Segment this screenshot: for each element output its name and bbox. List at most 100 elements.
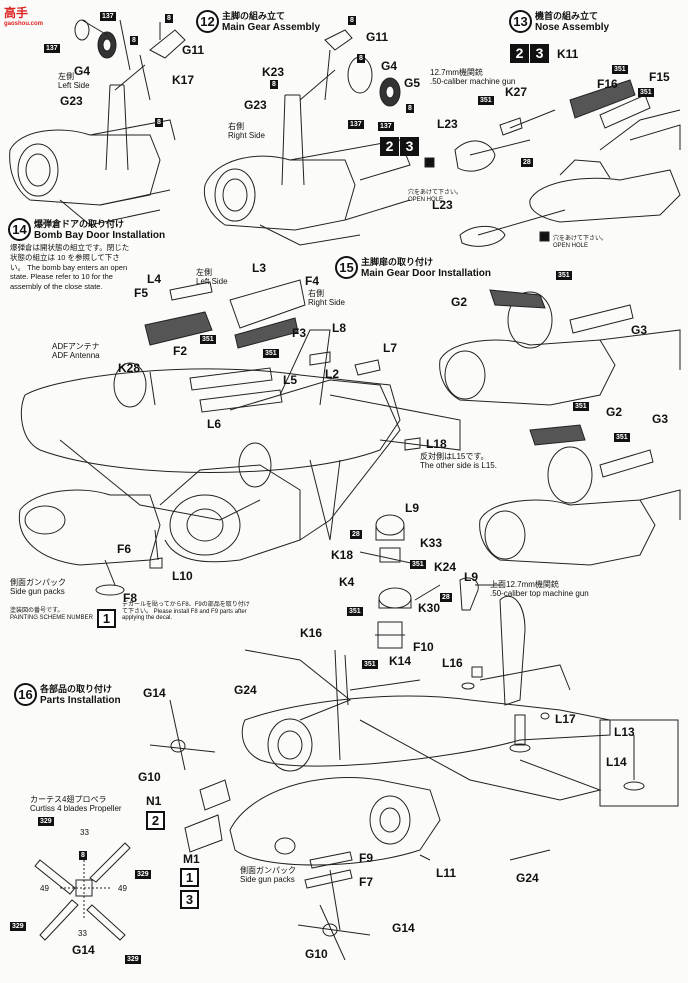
mg-note-en: .50-caliber machine gun: [430, 77, 516, 87]
num-49b: 49: [118, 884, 127, 893]
part-K17: K17: [172, 73, 195, 87]
step13-title-en: Nose Assembly: [535, 21, 610, 33]
step14-number: 14: [8, 218, 31, 241]
open-hole-note-2: 穴をあけて下さい。 OPEN HOLE: [553, 236, 607, 249]
right-side-jp-14: 右側: [308, 289, 324, 298]
part-F5: F5: [134, 286, 149, 300]
part-G14a: G14: [143, 686, 166, 700]
step16-number: 16: [14, 683, 37, 706]
part-K24: K24: [434, 560, 457, 574]
part-L8: L8: [332, 321, 347, 335]
other-side-note: 反対側はL15です。 The other side is L15.: [420, 452, 497, 470]
step14-title-jp: 爆弾倉ドアの取り付け: [34, 219, 125, 229]
left-side-label-14: 左側 Left Side: [196, 268, 228, 286]
step16-title-en: Parts Installation: [40, 694, 121, 706]
scheme-box-d: 2: [380, 137, 399, 156]
top-mg-note: 上面12.7mm機関銃 .50-caliber top machine gun: [490, 580, 589, 598]
left-side-label: 左側 Left Side: [58, 72, 90, 90]
num-8e: 8: [270, 80, 278, 89]
watermark-sub: gaoshou.com: [4, 21, 44, 27]
part-G10b: G10: [305, 947, 328, 961]
part-K4: K4: [339, 575, 355, 589]
part-L5: L5: [283, 373, 298, 387]
num-351h: 351: [614, 433, 630, 442]
part-K27: K27: [505, 85, 528, 99]
num-137a: 137: [100, 12, 116, 21]
step12-title-en: Main Gear Assembly: [222, 21, 321, 33]
step14-title-en: Bomb Bay Door Installation: [34, 229, 166, 241]
side-gun-note-1: 側面ガンパック Side gun packs: [10, 578, 66, 596]
scheme-box-a: 2: [510, 44, 529, 63]
num-329c: 329: [10, 922, 26, 931]
open-hole-note-1: 穴をあけて下さい。 OPEN HOLE: [408, 190, 462, 203]
part-L16: L16: [442, 656, 463, 670]
part-M1: M1: [183, 852, 200, 866]
part-L23b: L23: [432, 198, 453, 212]
scheme-box-b: 3: [530, 44, 549, 63]
part-F6: F6: [117, 542, 132, 556]
num-351g: 351: [573, 402, 589, 411]
scheme-box-c: 1: [97, 609, 116, 628]
part-G23b: G23: [244, 98, 267, 112]
open-hole-en-2: OPEN HOLE: [553, 242, 589, 249]
part-K14: K14: [389, 654, 412, 668]
step12-number: 12: [196, 10, 219, 33]
part-K16: K16: [300, 626, 323, 640]
num-8d: 8: [348, 16, 356, 25]
part-L6: L6: [207, 417, 222, 431]
right-side-en: Right Side: [228, 131, 265, 141]
part-G4a: G4: [74, 64, 91, 78]
part-G11a: G11: [182, 43, 205, 57]
part-L17: L17: [555, 712, 576, 726]
other-side-en: The other side is L15.: [420, 461, 497, 471]
scheme-box-f: 3: [400, 137, 419, 156]
num-137c: 137: [348, 120, 364, 129]
part-G23a: G23: [60, 94, 83, 108]
part-G10a: G10: [138, 770, 161, 784]
bomb-bay-note: 爆弾倉は開状態の組立です。閉じた状態の組立は 10 を参照して下さい。 The …: [10, 243, 130, 291]
num-329d: 329: [125, 955, 141, 964]
num-137d: 137: [378, 122, 394, 131]
num-8h: 8: [79, 851, 87, 860]
left-side-jp: 左側: [58, 72, 74, 81]
part-L2: L2: [325, 367, 340, 381]
step15-title: 主脚扉の取り付け Main Gear Door Installation: [361, 257, 491, 279]
step16-title-jp: 各部品の取り付け: [40, 684, 113, 694]
num-351c: 351: [478, 96, 494, 105]
num-33b: 33: [78, 929, 87, 938]
part-F15: F15: [649, 70, 670, 84]
side-gun-note-2: 側面ガンパック Side gun packs: [240, 866, 296, 884]
num-137b: 137: [44, 44, 60, 53]
part-L11: L11: [436, 866, 457, 880]
part-G24a: G24: [234, 683, 257, 697]
scheme-box-i: 3: [180, 890, 199, 909]
curtiss-jp: カーテス4翅プロペラ: [30, 795, 107, 804]
num-329b: 329: [135, 870, 151, 879]
num-351a: 351: [612, 65, 628, 74]
painting-jp: 塗装図の番号です。: [10, 608, 64, 614]
part-N1: N1: [146, 794, 162, 808]
part-K33: K33: [420, 536, 443, 550]
num-28b: 28: [350, 530, 362, 539]
num-351e: 351: [263, 349, 279, 358]
num-329a: 329: [38, 817, 54, 826]
num-33a: 33: [80, 828, 89, 837]
decal-note: デカールを貼ってからF8、F9の部品を取り付けて下さい。 Please inst…: [122, 602, 250, 622]
part-G11b: G11: [366, 30, 389, 44]
num-8a: 8: [165, 14, 173, 23]
step13-title-jp: 機首の組み立て: [535, 11, 599, 21]
part-F7: F7: [359, 875, 374, 889]
right-side-en-14: Right Side: [308, 298, 345, 308]
num-8g: 8: [406, 104, 414, 113]
part-G14b: G14: [72, 943, 95, 957]
num-351j: 351: [347, 607, 363, 616]
part-L14: L14: [606, 755, 627, 769]
right-side-jp: 右側: [228, 122, 244, 131]
part-G24b: G24: [516, 871, 539, 885]
num-28c: 28: [440, 593, 452, 602]
step13-title: 機首の組み立て Nose Assembly: [535, 11, 610, 33]
part-F3: F3: [292, 326, 307, 340]
painting-scheme-note: 塗装図の番号です。 PAINTING SCHEME NUMBER: [10, 608, 93, 621]
part-F10: F10: [413, 640, 434, 654]
